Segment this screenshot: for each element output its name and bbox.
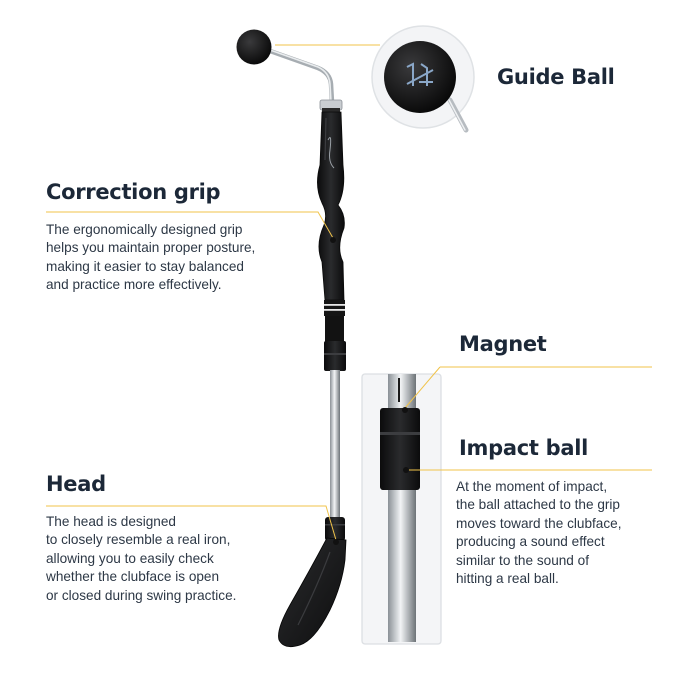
impact-zoom-panel (361, 373, 442, 645)
guide-rod (253, 43, 335, 105)
grip-stripes (324, 300, 345, 342)
correction-grip-leader (46, 211, 334, 239)
hosel (325, 517, 345, 541)
impact-collar (324, 341, 346, 371)
guide-ball-zoom (371, 25, 475, 133)
correction-grip-title: Correction grip (46, 180, 221, 204)
grip-logo-mark (327, 137, 335, 169)
grip-cap (319, 99, 343, 113)
correction-grip-description: The ergonomically designed grip helps yo… (46, 222, 256, 293)
magnet-title: Magnet (459, 332, 547, 356)
club-shaft (330, 370, 340, 520)
guide-ball (236, 29, 272, 65)
head-description: The head is designed to closely resemble… (46, 514, 237, 603)
iron-head (278, 537, 347, 648)
impact-ball-description: At the moment of impact, the ball attach… (456, 479, 622, 587)
impact-ball-title: Impact ball (459, 436, 588, 460)
ball-logo-icon (406, 62, 434, 86)
callout-lines (46, 44, 652, 545)
head-leader (46, 505, 337, 541)
head-title: Head (46, 472, 106, 496)
guide-ball-title: Guide Ball (497, 65, 615, 89)
magnet-leader (404, 366, 652, 409)
